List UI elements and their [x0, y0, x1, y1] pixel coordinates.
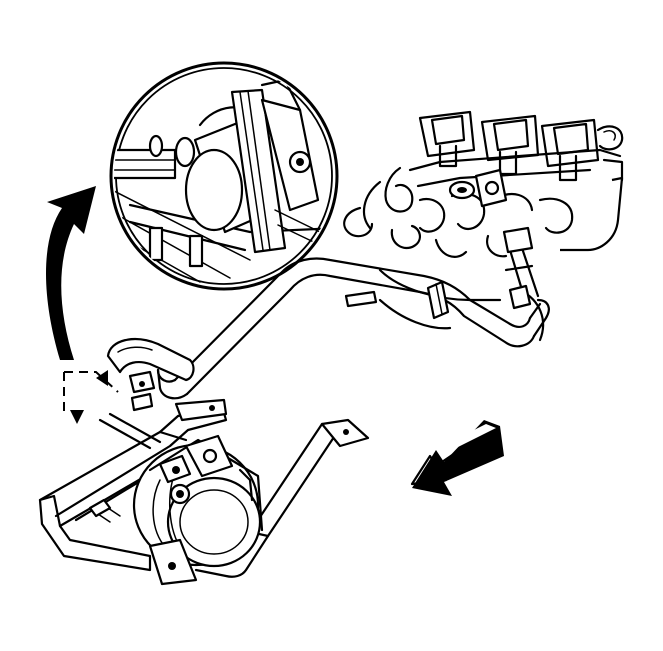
detail-view-contents: [114, 78, 334, 283]
engine-manifold-assembly: [343, 110, 624, 342]
callout-dashed-bracket: [63, 370, 119, 424]
pump-and-bracket-assembly: [38, 398, 370, 586]
direction-arrow-icon: [410, 420, 504, 496]
detail-magnifier: [109, 61, 339, 291]
air-hose-tube: [106, 226, 550, 412]
curved-callout-arrow-icon: [46, 186, 96, 360]
